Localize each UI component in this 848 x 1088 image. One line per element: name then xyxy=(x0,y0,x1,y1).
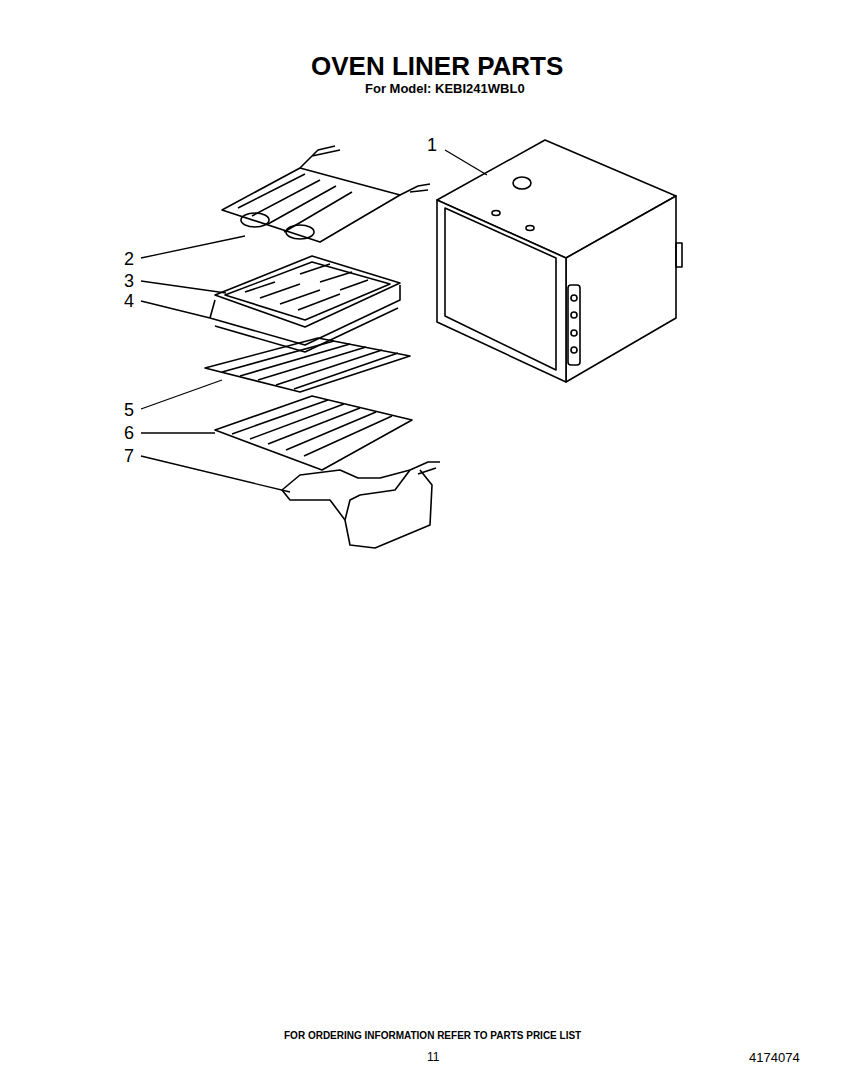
oven-rack xyxy=(205,338,410,392)
callout-number: 5 xyxy=(124,401,134,419)
bake-element xyxy=(282,462,440,548)
leader-lines xyxy=(141,150,487,492)
oven-rack xyxy=(215,396,412,470)
broil-element xyxy=(222,146,430,242)
callout-number: 1 xyxy=(427,136,437,154)
oven-liner xyxy=(437,140,682,382)
callout-number: 2 xyxy=(124,250,134,268)
broiler-grid xyxy=(215,256,400,327)
model-number: For Model: KEBI241WBL0 xyxy=(365,82,525,95)
callout-number: 3 xyxy=(124,272,134,290)
footer-note: FOR ORDERING INFORMATION REFER TO PARTS … xyxy=(284,1031,581,1041)
page-number: 11 xyxy=(427,1051,439,1063)
callout-number: 7 xyxy=(124,447,134,465)
page-title: OVEN LINER PARTS xyxy=(311,53,563,79)
document-number: 4174074 xyxy=(749,1051,800,1064)
callout-number: 4 xyxy=(124,292,134,310)
callout-number: 6 xyxy=(124,424,134,442)
